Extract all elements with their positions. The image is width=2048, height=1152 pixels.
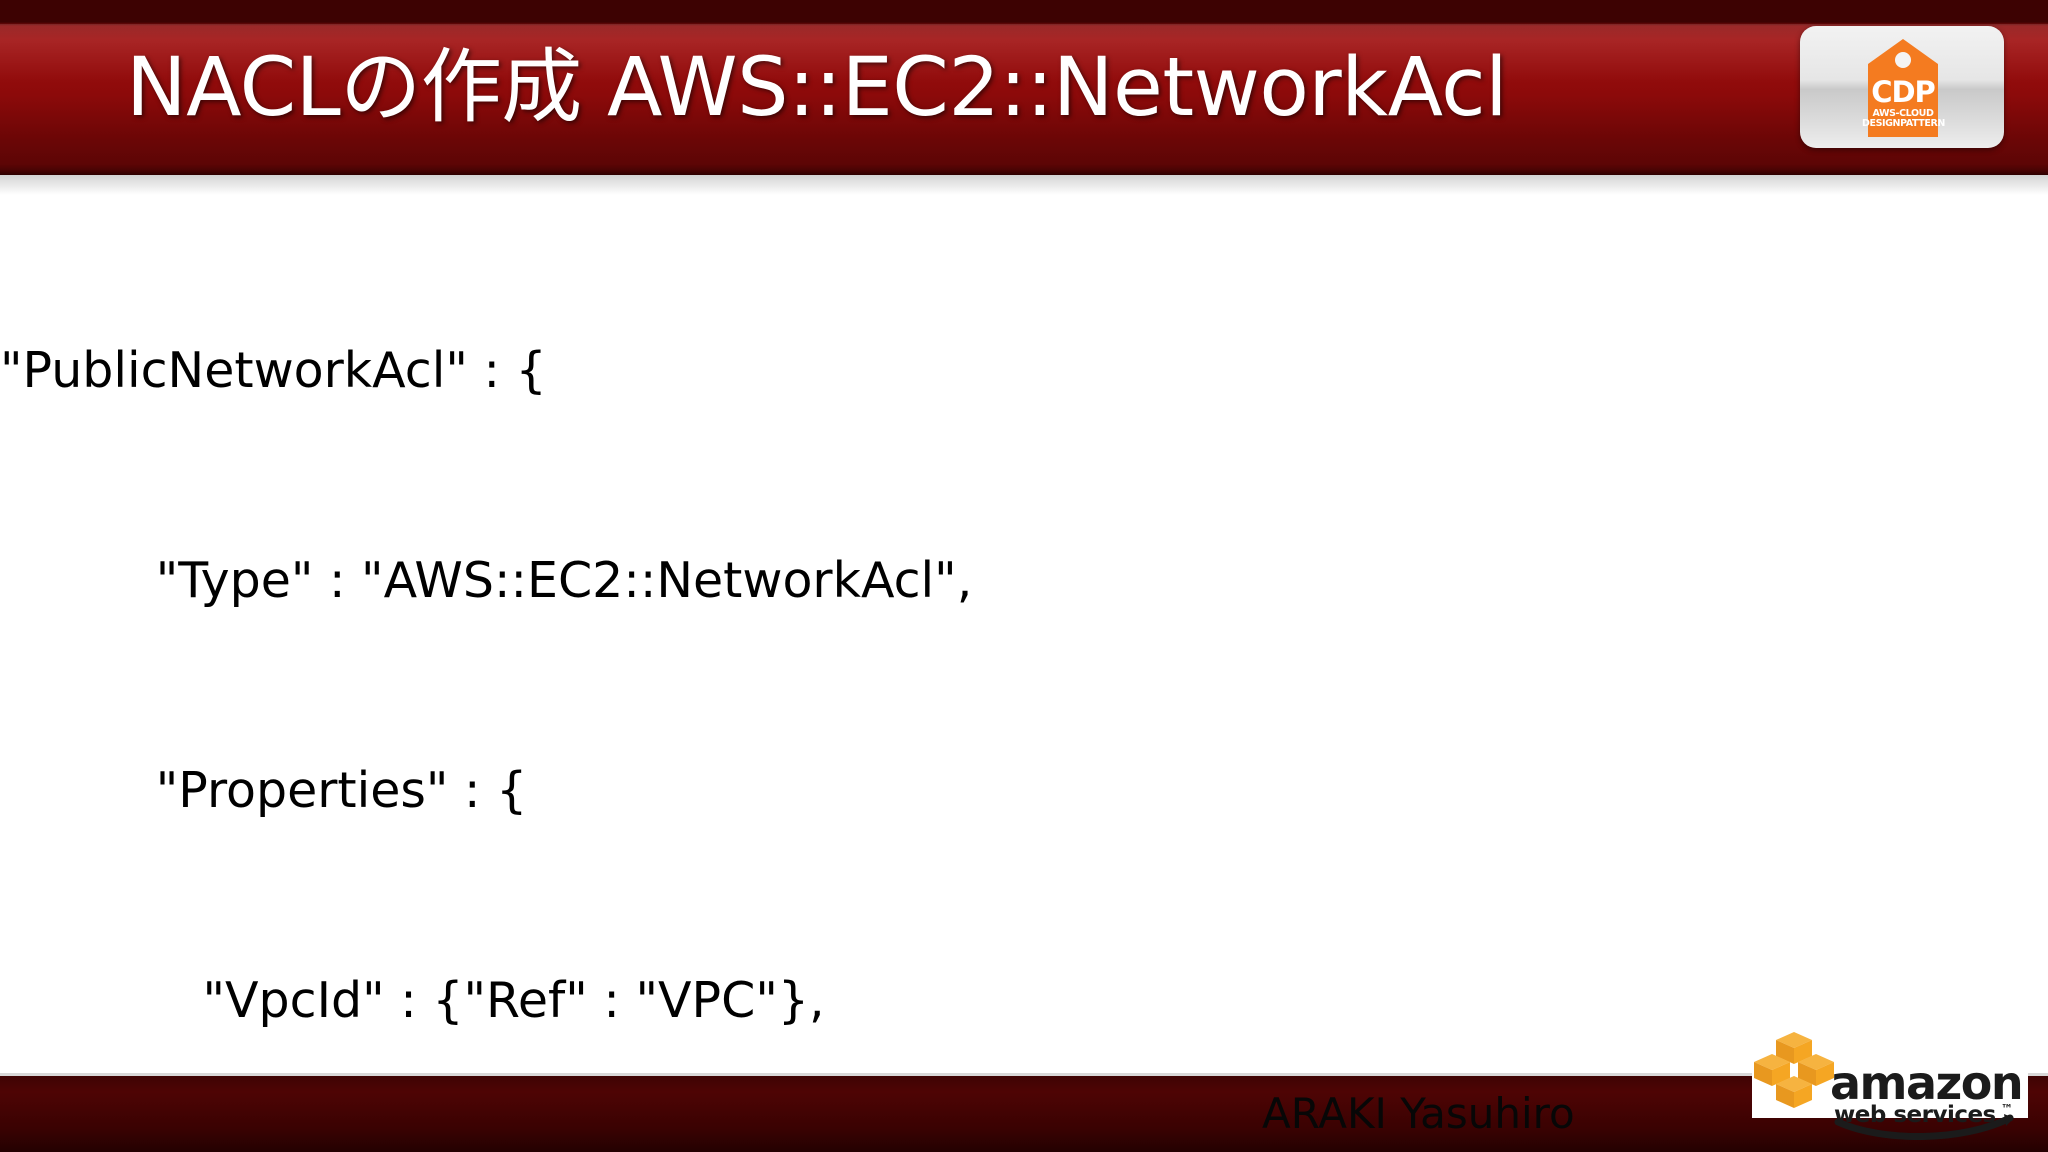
cdp-sub-text-2: DESIGNPATTERN [1862,118,1945,129]
trademark-symbol: ™ [2001,1102,2013,1116]
page-title: NACLの作成 AWS::EC2::NetworkAcl [126,41,1508,135]
aws-tagline: web services [1834,1102,1996,1128]
code-line: "Properties" : { [0,762,528,819]
cdp-logo: CDP AWS-CLOUD DESIGNPATTERN [1800,26,2004,148]
author-name: ARAKI Yasuhiro [1262,1089,1575,1138]
code-listing: "PublicNetworkAcl" : { "Type" : "AWS::EC… [0,196,2048,1076]
footer-divider [0,1073,2048,1076]
slide-footer-band [0,1073,2048,1152]
cdp-main-text: CDP [1871,75,1936,109]
cdp-sub-text-1: AWS-CLOUD [1872,108,1934,119]
amazon-wordmark: amazon [1830,1056,2024,1110]
code-line: "PublicNetworkAcl" : { [0,342,547,399]
aws-boxes-icon [1754,1032,2014,1140]
header-drop-shadow [0,175,2048,195]
cdp-tag-shape: CDP AWS-CLOUD DESIGNPATTERN [1862,38,1945,138]
tag-icon [1868,39,1938,137]
aws-logo: amazon web services ™ [1752,1030,2028,1140]
code-line: "VpcId" : {"Ref" : "VPC"}, [0,972,825,1029]
code-line: "Type" : "AWS::EC2::NetworkAcl", [0,552,973,609]
